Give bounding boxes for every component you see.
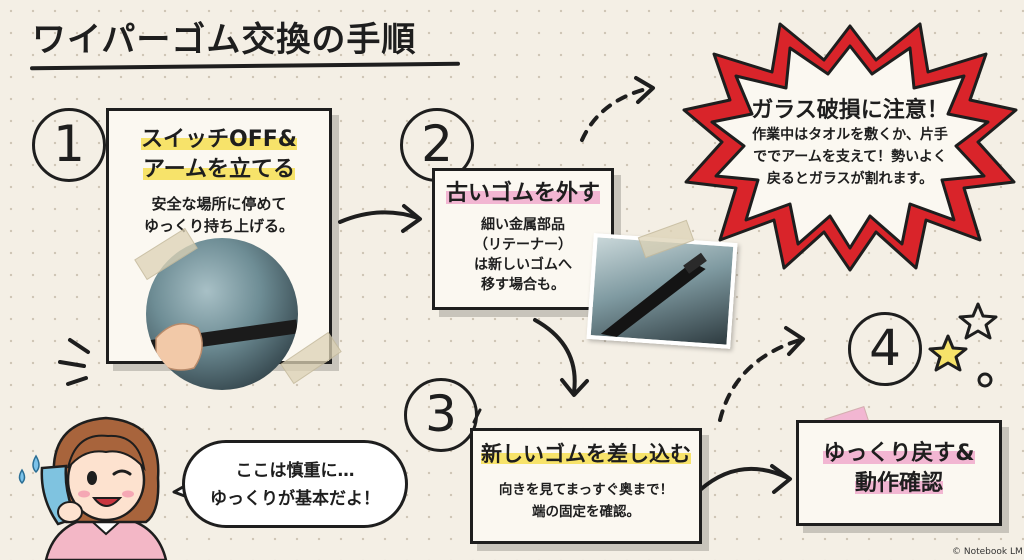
step-1-number: 1 [32,108,106,182]
warning-line: 作業中はタオルを敷くか、片手 [752,127,948,143]
character-illustration [40,416,168,560]
step-3-body-line: 端の固定を確認。 [532,504,640,520]
step-1-heading-line1: スイッチOFF& [141,127,297,152]
step-3-number: 3 [404,378,478,452]
step-2-body: 細い金属部品 （リテーナー） は新しいゴムへ 移す場合も。 [435,215,611,295]
circle-doodle [977,372,993,388]
step-3-card: 新しいゴムを差し込む 向きを見てまっすぐ奥まで！ 端の固定を確認。 [470,428,702,544]
step-3-heading-text: 新しいゴムを差し込む [481,442,691,466]
star-icon-filled [928,334,968,372]
step-2-body-line: は新しいゴムへ [474,257,572,273]
step-3-body: 向きを見てまっすぐ奥まで！ 端の固定を確認。 [473,479,699,523]
speech-bubble: ここは慎重に… ゆっくりが基本だよ！ [182,440,408,528]
warning-burst [682,22,1018,272]
credit-text: © Notebook LM [952,547,1023,557]
step-2-photo-illustration [600,252,707,337]
sweat-drop-icon [32,454,40,474]
step-2-photo [586,233,738,349]
step-4-heading: ゆっくり戻す& 動作確認 [799,439,999,499]
step-3-body-line: 向きを見てまっすぐ奥まで！ [498,482,674,498]
warning-line: 戻るとガラスが割れます。 [766,171,934,187]
warning-line: ででアームを支えて！勢いよく [753,149,947,165]
warning-body: 作業中はタオルを敷くか、片手 ででアームを支えて！勢いよく 戻るとガラスが割れま… [712,124,988,190]
star-icon [958,302,998,340]
step-2-body-line: （リテーナー） [474,237,572,253]
arrow-step3-to-step4 [698,466,790,492]
step-2-number: 2 [400,108,474,182]
warning-title: ガラス破損に注意！ [751,98,949,123]
emphasis-lines [58,338,90,386]
step-3-heading: 新しいゴムを差し込む [473,439,699,469]
step-4-heading-line2: 動作確認 [854,471,943,496]
step-1-heading-line2: アームを立てる [142,157,296,182]
arrow-step2-to-step3 [533,318,577,394]
step-4-number: 4 [848,312,922,386]
step-4-card: ゆっくり戻す& 動作確認 [796,420,1002,526]
step-2-body-line: 移す場合も。 [481,277,565,293]
speech-line: ここは慎重に… [235,461,355,481]
page-title: ワイパーゴム交換の手順 [32,20,417,60]
arrow-to-step4-dashed [718,338,802,422]
step-1-heading: スイッチOFF& アームを立てる [109,125,329,185]
step-1-body-line: 安全な場所に停めて [151,195,287,213]
step-1-body-line: ゆっくり持ち上げる。 [143,217,294,235]
step-2-body-line: 細い金属部品 [481,217,565,233]
speech-line: ゆっくりが基本だよ！ [210,489,380,509]
step-1-body: 安全な場所に停めて ゆっくり持ち上げる。 [109,193,329,237]
step-1-photo-illustration [146,319,298,371]
step-2-heading: 古いゴムを外す [435,179,611,209]
arrow-step1-to-step2 [338,210,420,224]
step-4-heading-line1: ゆっくり戻す& [823,441,975,466]
arrow-to-warning [580,86,652,142]
step-2-heading-text: 古いゴムを外す [445,181,600,206]
step-2-card: 古いゴムを外す 細い金属部品 （リテーナー） は新しいゴムへ 移す場合も。 [432,168,614,310]
